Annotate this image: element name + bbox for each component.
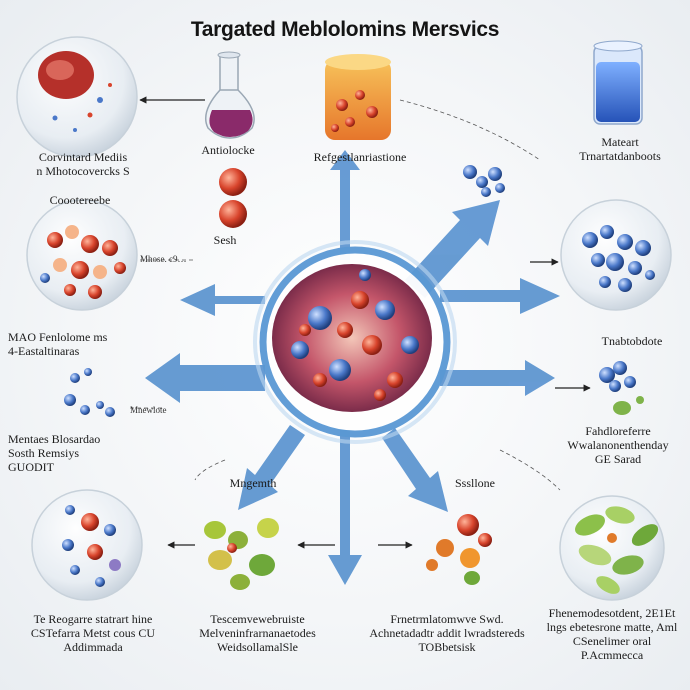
label-small-note: Mhose. c9… [140, 254, 187, 264]
arrow-down [328, 430, 362, 585]
red-beads [219, 168, 247, 228]
arrow-left-lower [145, 353, 265, 403]
label-mid-left-small: Mnewlote [130, 405, 167, 415]
arrow-down-right [382, 428, 448, 512]
right-mid-molecules [599, 361, 644, 415]
label-left-cluster-title: Coootereebe [49, 193, 111, 207]
top-left-sphere [16, 36, 138, 158]
label-bottom-left: Te Reogarre statrart hine CSTefarra Mets… [30, 612, 156, 654]
bottom-left-sphere [31, 489, 143, 601]
dashed-connectors [130, 99, 561, 491]
right-cluster-sphere [560, 199, 672, 311]
blue-molecule-top [463, 165, 505, 197]
label-right-mid: Tnabtobdote [601, 334, 663, 348]
label-right-lower: Fahdloreferre Wwalanonenthenday GE Sarad [567, 424, 669, 466]
flask-icon [205, 51, 255, 139]
leaves-sphere [559, 495, 665, 601]
label-left-lower: Mentaes Blosardao Sosth Remsiys GUODIT [8, 432, 101, 474]
center-ring-glow [253, 240, 457, 444]
label-jar: Refgestlanriastione [313, 150, 407, 164]
label-center-bottom: Tescemvewebruiste Melveninfrarnanaetodes… [199, 612, 316, 654]
label-top-left: Corvintard Mediis n Mhotocovercks S [36, 150, 130, 178]
jar-icon [325, 54, 391, 140]
radial-arrows [145, 150, 560, 585]
arrow-up [330, 150, 360, 260]
label-mid-left: MAO Fenlolome ms 4-Eastaltinaras [8, 330, 108, 358]
arrow-left [180, 284, 265, 316]
label-magent: Mngemth [229, 476, 277, 490]
arrow-right-lower [440, 360, 555, 396]
label-beaker: Mateart Trnartatdanboots [579, 135, 661, 163]
label-flask: Antiolocke [201, 143, 255, 157]
label-sollone: Sssllone [454, 476, 495, 490]
beaker-icon [593, 40, 643, 125]
label-beads: Sesh [213, 233, 237, 247]
page-title: Targated Meblolomins Mersvics [190, 18, 500, 41]
label-bottom-right: Frnetrmlatomwve Swd. Achnetadadtr addit … [369, 612, 525, 654]
left-blue-molecules [64, 368, 115, 417]
arrow-down-left [238, 425, 305, 510]
central-cell [272, 264, 432, 412]
arrow-right [440, 278, 560, 314]
label-far-right: Fhenemodesotdent, 2E1Et lngs ebetesrone … [546, 606, 678, 662]
orange-molecule [426, 514, 492, 585]
left-cluster-sphere [26, 199, 138, 311]
green-fruit-cluster [204, 518, 279, 590]
